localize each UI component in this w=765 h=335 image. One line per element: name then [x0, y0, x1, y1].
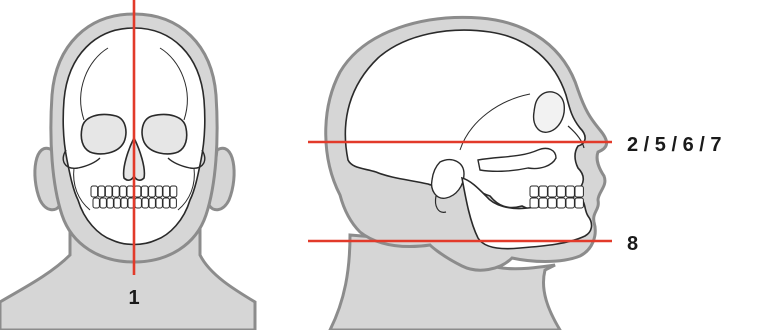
tooth	[91, 186, 98, 197]
tooth	[539, 198, 547, 208]
tooth	[530, 198, 538, 208]
tooth	[163, 186, 170, 197]
tooth	[98, 186, 105, 197]
tooth	[530, 186, 538, 197]
tooth	[557, 186, 565, 197]
tooth	[170, 198, 176, 208]
tooth	[114, 198, 120, 208]
tooth	[156, 186, 163, 197]
tooth	[149, 186, 156, 197]
tooth	[142, 198, 148, 208]
tooth	[566, 186, 574, 197]
label-1: 1	[128, 287, 139, 309]
tooth	[548, 198, 556, 208]
side-view-head: 2 / 5 / 6 / 7 8	[308, 17, 722, 330]
tooth	[107, 198, 113, 208]
tooth	[163, 198, 169, 208]
tooth	[156, 198, 162, 208]
tooth	[575, 186, 583, 197]
tooth	[566, 198, 574, 208]
tooth	[149, 198, 155, 208]
tooth	[557, 198, 565, 208]
tooth	[141, 186, 148, 197]
label-lower: 8	[627, 233, 638, 255]
tooth	[121, 198, 127, 208]
tooth	[135, 198, 141, 208]
tooth	[127, 186, 134, 197]
front-left-orbit	[81, 115, 126, 154]
tooth	[548, 186, 556, 197]
front-view-head: 1	[0, 0, 255, 330]
tooth	[575, 198, 583, 208]
front-right-orbit	[142, 115, 187, 154]
tooth	[93, 198, 99, 208]
tooth	[100, 198, 106, 208]
tooth	[170, 186, 177, 197]
tooth	[539, 186, 547, 197]
tooth	[113, 186, 120, 197]
label-upper: 2 / 5 / 6 / 7	[627, 134, 722, 156]
tooth	[105, 186, 112, 197]
tooth	[120, 186, 127, 197]
